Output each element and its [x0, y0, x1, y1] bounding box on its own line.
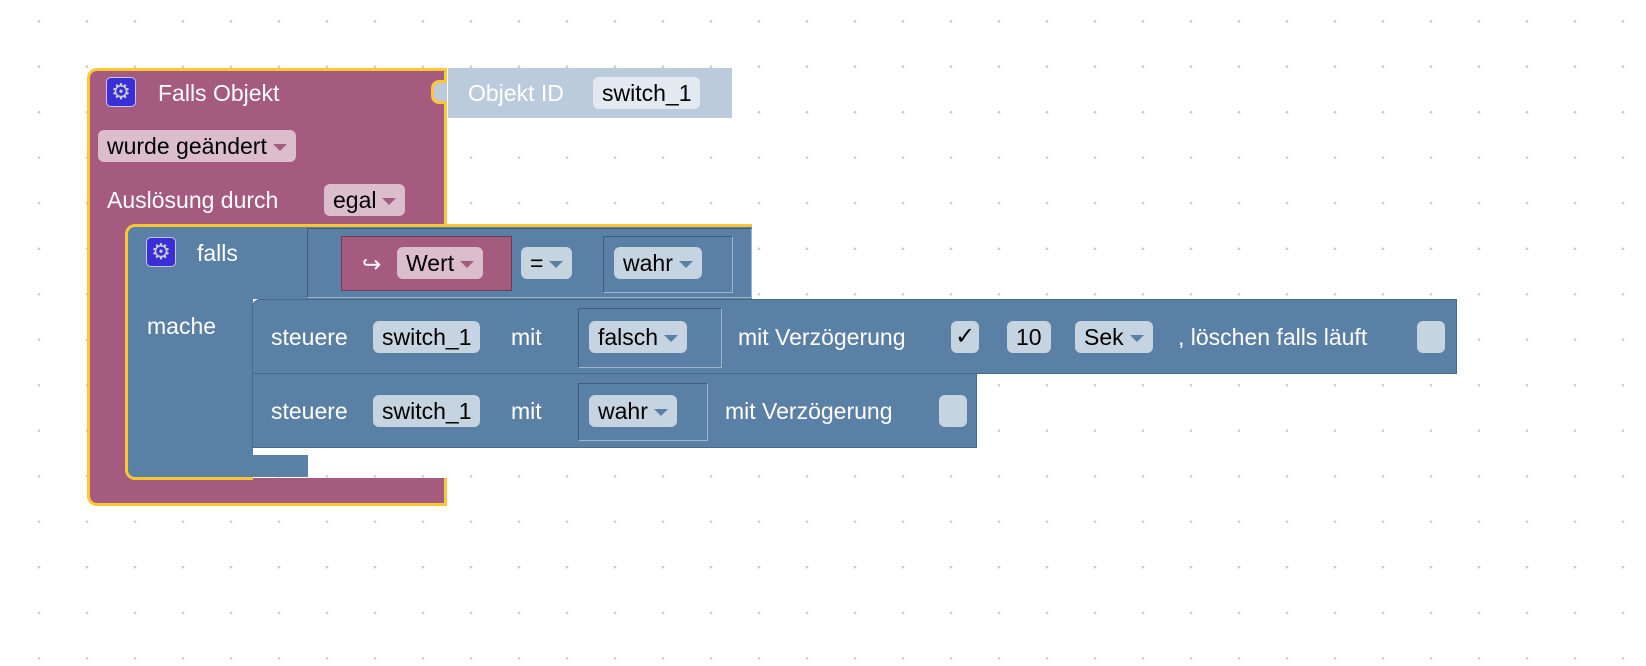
delay-checkbox[interactable]: ✓: [951, 321, 979, 353]
value-block[interactable]: ↪ Wert: [341, 236, 512, 291]
operator-dropdown[interactable]: =: [521, 247, 573, 279]
statement-label: steuere: [271, 398, 348, 424]
chevron-down-icon: [653, 409, 668, 417]
value-text: wahr: [598, 398, 648, 424]
compare-right-value: wahr: [623, 250, 673, 276]
trigger-value: egal: [333, 187, 377, 213]
object-field[interactable]: switch_1: [373, 395, 481, 427]
control-statement-2[interactable]: steuere switch_1 mit wahr mit Verzögerun…: [252, 374, 977, 448]
chevron-down-icon: [678, 261, 693, 269]
delay-checkbox[interactable]: [939, 395, 967, 427]
chevron-down-icon: [460, 261, 475, 269]
trigger-title: Falls Objekt: [158, 80, 280, 106]
chevron-down-icon: [1129, 335, 1144, 343]
value-dropdown[interactable]: falsch: [589, 321, 688, 353]
with-label: mit: [511, 324, 542, 350]
chevron-down-icon: [549, 261, 564, 269]
unit-value: Sek: [1084, 324, 1124, 350]
operator-value: =: [530, 250, 544, 276]
value-text: falsch: [598, 324, 659, 350]
with-label: mit: [511, 398, 542, 424]
chevron-down-icon: [382, 198, 397, 206]
clear-label: , löschen falls läuft: [1178, 324, 1368, 350]
delay-label: mit Verzögerung: [738, 324, 906, 350]
value-dropdown[interactable]: wahr: [589, 395, 677, 427]
trigger-dropdown[interactable]: egal: [324, 184, 406, 216]
chevron-down-icon: [664, 335, 679, 343]
object-id-label: Objekt ID: [468, 80, 564, 106]
statement-label: steuere: [271, 324, 348, 350]
condition-value: wurde geändert: [107, 133, 267, 159]
compare-right-dropdown[interactable]: wahr: [614, 247, 702, 279]
condition-dropdown[interactable]: wurde geändert: [98, 130, 296, 162]
chevron-down-icon: [272, 144, 287, 152]
do-label: mache: [147, 313, 217, 339]
gear-icon[interactable]: ⚙: [106, 77, 136, 107]
delay-label: mit Verzögerung: [725, 398, 893, 424]
delay-input[interactable]: 10: [1007, 321, 1051, 353]
value-text: Wert: [406, 250, 455, 276]
control-statement-1[interactable]: steuere switch_1 mit falsch mit Verzöger…: [252, 299, 1457, 374]
unit-dropdown[interactable]: Sek: [1075, 321, 1153, 353]
object-id-block[interactable]: Objekt ID switch_1: [448, 68, 732, 118]
if-label: falls: [197, 240, 238, 266]
object-field[interactable]: switch_1: [373, 321, 481, 353]
value-dropdown[interactable]: Wert: [397, 247, 484, 279]
object-id-field[interactable]: switch_1: [593, 77, 701, 109]
gear-icon[interactable]: ⚙: [146, 237, 176, 267]
return-arrow-icon: ↪: [362, 251, 382, 277]
trigger-label: Auslösung durch: [107, 187, 279, 213]
clear-checkbox[interactable]: [1417, 321, 1445, 353]
compare-block[interactable]: [307, 228, 752, 298]
